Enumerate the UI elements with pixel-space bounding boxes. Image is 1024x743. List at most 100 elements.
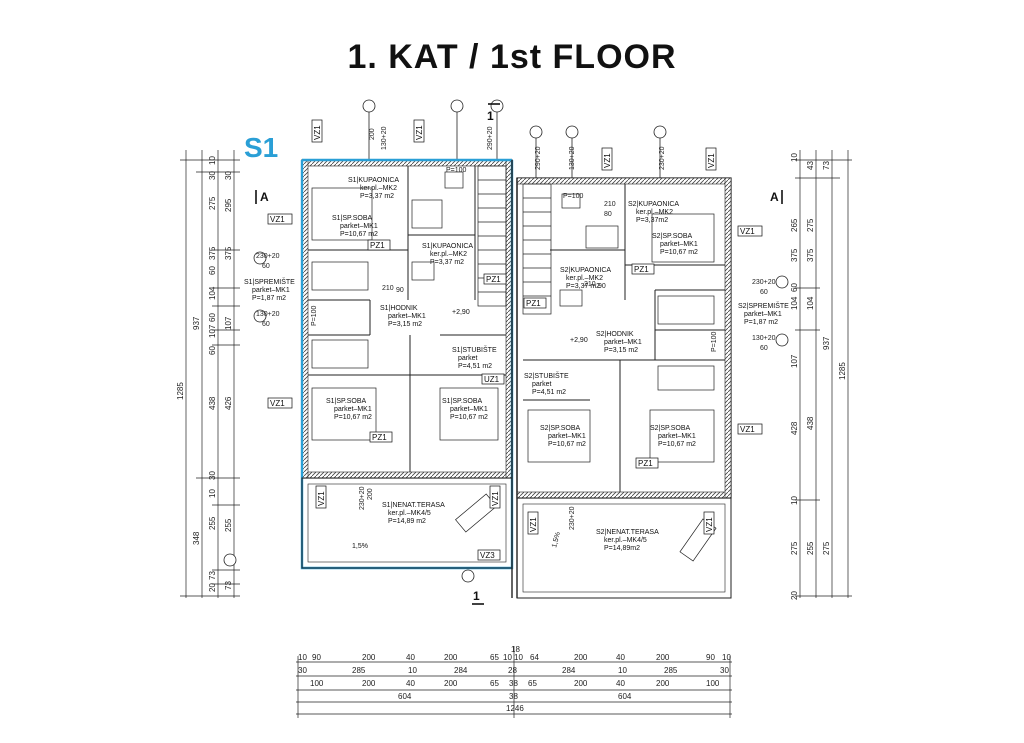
dim-right-43: 43 xyxy=(806,161,815,170)
room-name: S2|SP.SOBA xyxy=(650,425,691,432)
tag-pz1: PZ1 xyxy=(634,265,649,274)
dim-right-73: 73 xyxy=(822,161,831,170)
dim-right-375: 375 xyxy=(790,248,799,262)
dim-row2: 30 xyxy=(298,666,307,675)
dim-row2: 28 xyxy=(508,666,517,675)
tag-pz1: PZ1 xyxy=(638,459,653,468)
dim-tag: 230+20 xyxy=(256,253,280,260)
opening-dimensions: 230+20 60 130+20 60 230+20 60 130+20 60 … xyxy=(256,126,776,530)
dim-tag: 90 xyxy=(598,283,606,290)
grid-marker xyxy=(461,569,475,583)
room-name: S1|STUBIŠTE xyxy=(452,345,497,354)
dim-left-375: 375 xyxy=(208,246,217,260)
dim-tag: 60 xyxy=(262,321,270,328)
grid-marker xyxy=(565,125,579,139)
bed-icon xyxy=(439,387,499,441)
dim-tag: P=100 xyxy=(311,305,318,326)
room-area: P=4,51 m2 xyxy=(458,363,492,370)
room-name: S2|STUBIŠTE xyxy=(524,371,569,380)
dim-right-275c: 275 xyxy=(822,541,831,555)
dim-row1: 10 xyxy=(503,653,512,662)
tag-pz1: PZ1 xyxy=(526,299,541,308)
unit-s1-label: S1 xyxy=(244,132,279,163)
dim-tag: 210 xyxy=(382,285,394,292)
column-markers xyxy=(223,99,789,583)
room-area: P=10,67 m2 xyxy=(658,441,696,448)
dim-right-104: 104 xyxy=(790,296,799,310)
dim-row4: 604 xyxy=(398,692,412,701)
dim-row3: 200 xyxy=(574,679,588,688)
room-floor: parket–MK1 xyxy=(340,223,378,230)
dim-right-275b: 275 xyxy=(806,218,815,232)
dim-left-30: 30 xyxy=(208,171,217,180)
dim-row3: 40 xyxy=(616,679,625,688)
dim-row2: 30 xyxy=(720,666,729,675)
tag-vz3: VZ3 xyxy=(480,551,495,560)
room-name: S2|KUPAONICA xyxy=(560,267,611,274)
tag-vz1: VZ1 xyxy=(491,491,500,506)
room-floor: parket–MK1 xyxy=(658,433,696,440)
unit-s1-room-labels: S1|KUPAONICA ker.pl.–MK2 P=3,37 m2 S1|SP… xyxy=(244,177,497,550)
dim-left-60b: 60 xyxy=(208,313,217,322)
dim-left-60c: 60 xyxy=(208,346,217,355)
room-area: P=3,37m2 xyxy=(636,217,668,224)
dim-tag: 130+20 xyxy=(256,311,280,318)
tag-vz1: VZ1 xyxy=(707,153,716,168)
room-floor: parket xyxy=(532,381,552,388)
dim-row1: 90 xyxy=(312,653,321,662)
bed-icon xyxy=(651,213,715,263)
tag-vz1: VZ1 xyxy=(529,517,538,532)
room-floor: parket–MK1 xyxy=(388,313,426,320)
dim-left-30c: 30 xyxy=(224,171,233,180)
room-area: P=3,15 m2 xyxy=(604,347,638,354)
dim-row1: 64 xyxy=(530,653,539,662)
grid-marker xyxy=(253,309,267,323)
dim-row4: 604 xyxy=(618,692,632,701)
dim-tag: 230+20 xyxy=(569,506,576,530)
dim-tag: 60 xyxy=(760,345,768,352)
dim-right-10: 10 xyxy=(790,153,799,162)
dim-left-73b: 73 xyxy=(224,581,233,590)
dim-left-20: 20 xyxy=(208,583,217,592)
tag-vz1: VZ1 xyxy=(313,125,322,140)
room-floor: parket–MK1 xyxy=(660,241,698,248)
right-dimension-lines xyxy=(795,150,852,598)
toilet-icon xyxy=(444,171,464,189)
room-floor: ker.pl.–MK4/5 xyxy=(388,510,431,517)
dim-row3: 100 xyxy=(310,679,324,688)
tag-pz1: PZ1 xyxy=(370,241,385,250)
room-floor: parket–MK1 xyxy=(450,406,488,413)
dim-row1: 40 xyxy=(406,653,415,662)
dim-left-937: 937 xyxy=(192,316,201,330)
right-dimension-labels: 10 265 375 60 104 107 428 10 275 20 43 2… xyxy=(790,153,847,600)
room-name: S2|SP.SOBA xyxy=(540,425,581,432)
section-a-right: A xyxy=(770,190,779,204)
bottom-dimension-lines xyxy=(296,646,732,718)
dim-row3: 200 xyxy=(362,679,376,688)
dim-tag: P=100 xyxy=(446,167,467,174)
dim-left-73a: 73 xyxy=(208,571,217,580)
dim-tag: 200 xyxy=(369,128,376,140)
dim-left-375b: 375 xyxy=(224,246,233,260)
sink-icon xyxy=(411,261,435,281)
dim-row1: 200 xyxy=(656,653,670,662)
page-title: 1. KAT / 1st FLOOR xyxy=(347,38,677,76)
tag-vz1: VZ1 xyxy=(705,517,714,532)
room-area: P=4,51 m2 xyxy=(532,389,566,396)
dim-row3: 200 xyxy=(444,679,458,688)
tag-uz1: UZ1 xyxy=(484,375,500,384)
room-area: P=10,67 m2 xyxy=(660,249,698,256)
section-a-left: A xyxy=(260,190,269,204)
room-name: S1|HODNIK xyxy=(380,305,418,312)
room-name: S2|NENAT.TERASA xyxy=(596,529,659,536)
room-area: P=10,67 m2 xyxy=(450,414,488,421)
dim-row2: 285 xyxy=(352,666,366,675)
left-dimension-lines xyxy=(180,150,240,598)
room-name: S1|NENAT.TERASA xyxy=(382,502,445,509)
dim-tag: 290+20 xyxy=(535,146,542,170)
dim-right-937: 937 xyxy=(822,336,831,350)
unit-s2-walls xyxy=(511,160,732,599)
dim-row3: 40 xyxy=(406,679,415,688)
